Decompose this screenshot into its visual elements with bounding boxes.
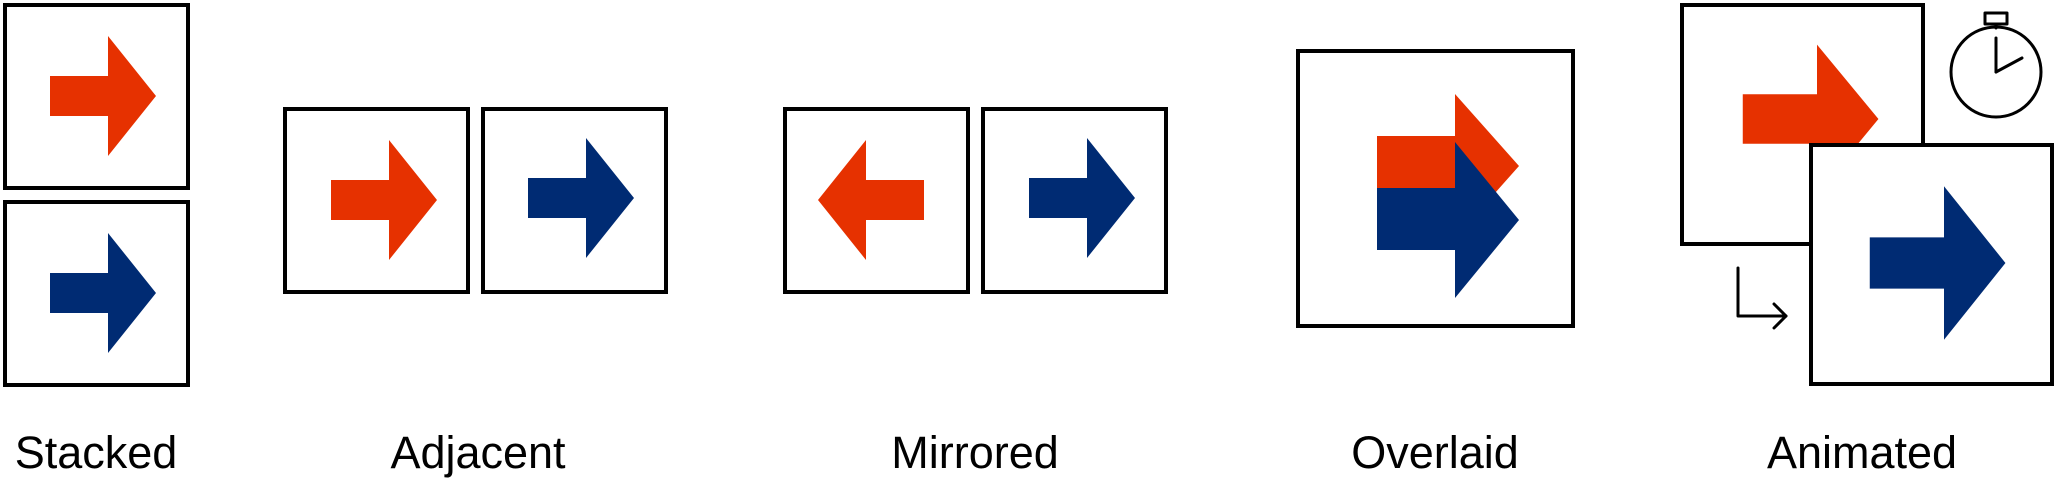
stopwatch-icon: [1949, 11, 2043, 119]
animated-panel: Animated: [1680, 3, 2054, 478]
mirrored-label: Mirrored: [891, 427, 1059, 478]
overlaid-label: Overlaid: [1351, 427, 1519, 478]
adjacent-panel: Adjacent: [283, 107, 668, 478]
adjacent-label: Adjacent: [390, 427, 566, 478]
mirrored-panel: Mirrored: [783, 107, 1168, 478]
animated-label: Animated: [1767, 427, 1957, 478]
overlaid-front-arrow: [1377, 142, 1519, 298]
turn-down-right-arrow-icon: [1736, 266, 1788, 330]
overlaid-panel: Overlaid: [1296, 49, 1575, 478]
stacked-label: Stacked: [15, 427, 178, 478]
stacked-panel: Stacked: [3, 3, 190, 478]
